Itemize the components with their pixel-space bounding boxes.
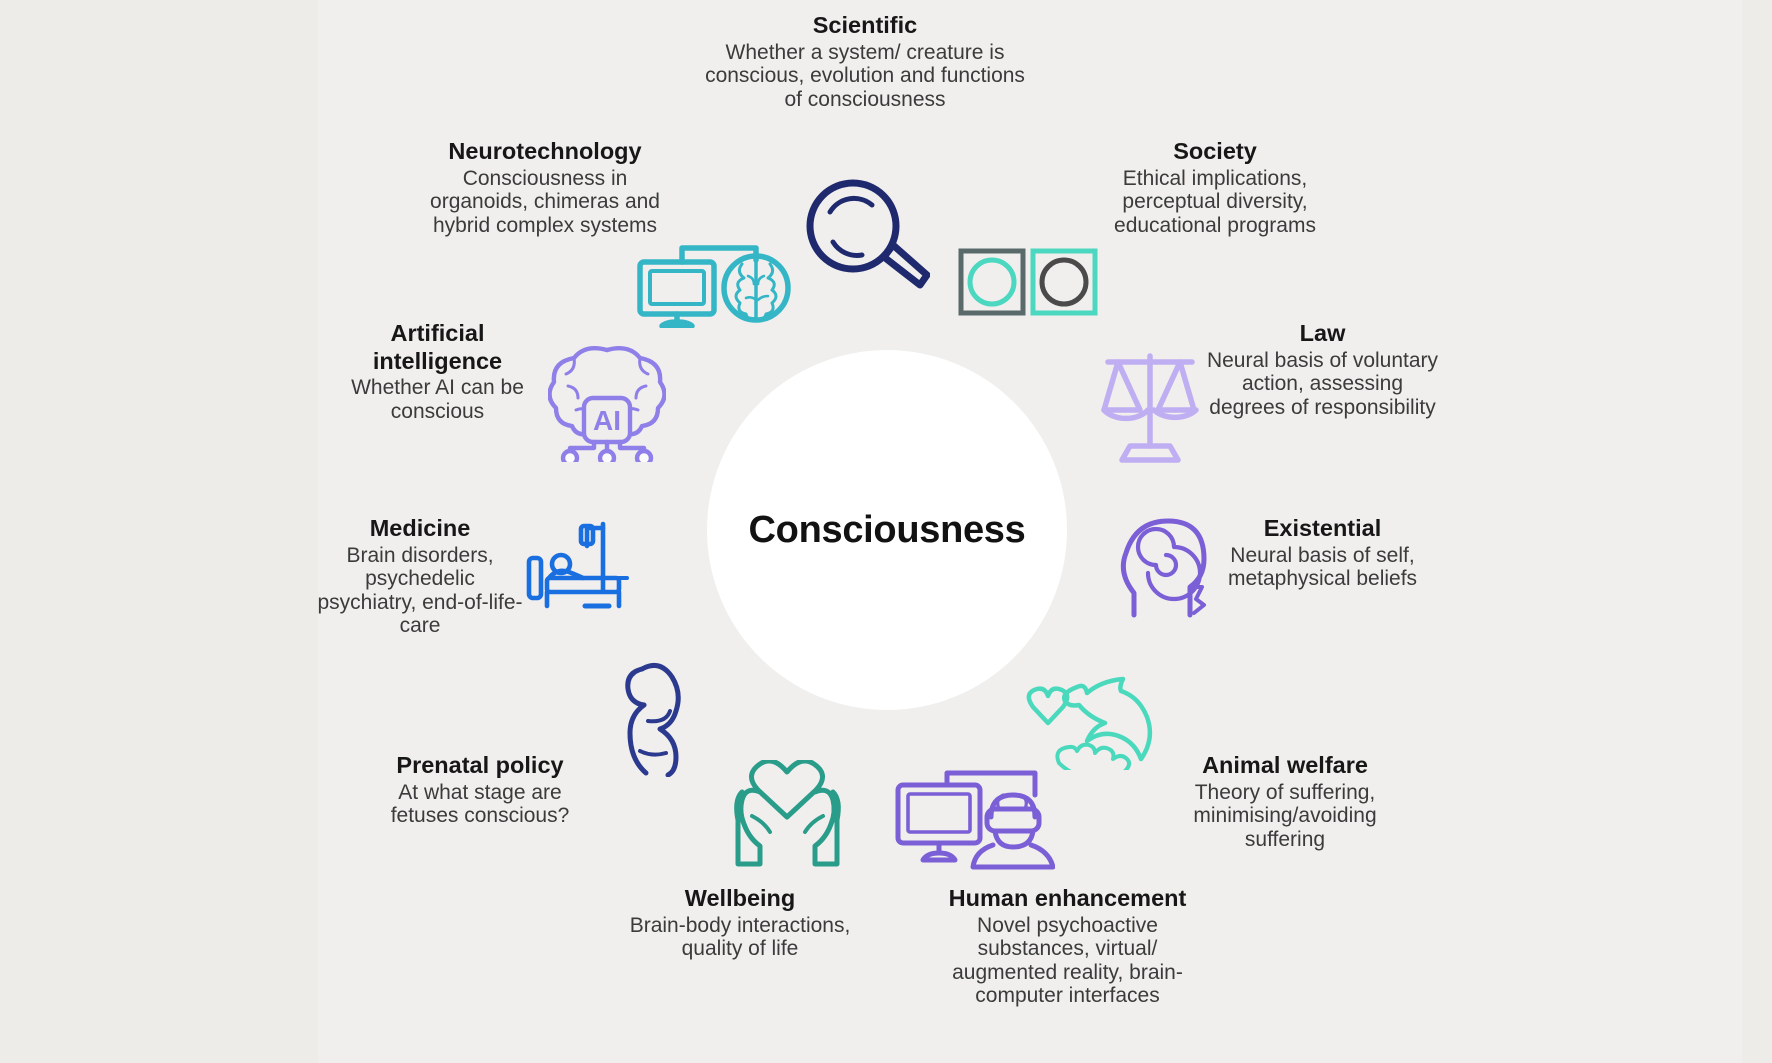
node-artificial-intelligence: Artificial intelligence Whether AI can b… [340,320,535,423]
ai-brain-chip-icon: AI [548,342,666,462]
background-band-left [0,0,318,1063]
ai-chip-text: AI [593,405,621,436]
node-title: Law [1299,320,1346,346]
node-title: Prenatal policy [396,752,564,778]
node-title: Animal welfare [1202,752,1368,778]
magnifying-glass-icon [800,172,930,294]
node-scientific: Scientific Whether a system/ creature is… [700,12,1030,111]
vr-headset-monitor-icon [895,765,1055,870]
node-title: Neurotechnology [448,138,642,164]
node-desc: Brain disorders, psychedelic psychiatry,… [317,543,523,638]
monitor-brain-icon [636,236,796,328]
node-law: Law Neural basis of voluntary action, as… [1205,320,1440,419]
node-desc: Whether AI can be conscious [351,376,524,423]
node-wellbeing: Wellbeing Brain-body interactions, quali… [605,885,875,961]
two-squares-perception-icon [958,248,1098,320]
node-title: Medicine [369,515,471,541]
node-existential: Existential Neural basis of self, metaph… [1205,515,1440,591]
node-animal-welfare: Animal welfare Theory of suffering, mini… [1170,752,1400,851]
node-medicine: Medicine Brain disorders, psychedelic ps… [315,515,525,638]
node-title: Society [1173,138,1257,164]
node-prenatal-policy: Prenatal policy At what stage are fetuse… [370,752,590,828]
scales-of-justice-icon [1100,348,1200,466]
node-desc: Whether a system/ creature is conscious,… [705,40,1025,111]
node-desc: Novel psychoactive substances, virtual/ … [952,913,1183,1008]
node-neurotechnology: Neurotechnology Consciousness in organoi… [420,138,670,237]
node-society: Society Ethical implications, perceptual… [1095,138,1335,237]
node-title: Human enhancement [948,885,1187,911]
node-human-enhancement: Human enhancement Novel psychoactive sub… [940,885,1195,1008]
node-desc: Brain-body interactions, quality of life [629,913,851,961]
head-spiral-icon [1120,515,1216,623]
pregnant-woman-icon [612,655,692,777]
node-desc: At what stage are fetuses conscious? [390,780,570,828]
center-hub: Consciousness [707,350,1067,710]
node-desc: Consciousness in organoids, chimeras and… [430,166,660,237]
node-title: Existential [1263,515,1382,541]
hospital-bed-icon [525,520,635,615]
background-band-right [1742,0,1772,1063]
node-title: Scientific [812,12,918,38]
node-desc: Ethical implications, perceptual diversi… [1114,166,1316,237]
node-title: Artificial intelligence [372,320,503,374]
hands-heart-icon [730,760,845,870]
node-title: Wellbeing [684,885,796,911]
dolphin-heart-worm-icon [1015,665,1190,770]
node-desc: Theory of suffering, minimising/avoiding… [1193,780,1377,851]
center-label: Consciousness [748,508,1026,551]
node-desc: Neural basis of self, metaphysical belie… [1227,543,1418,591]
node-desc: Neural basis of voluntary action, assess… [1206,348,1439,419]
